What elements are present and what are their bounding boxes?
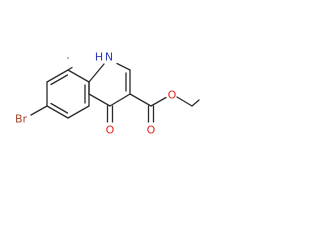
- bond-c8a-c8-inner: [50, 74, 69, 86]
- bond-c7-c6: [46, 105, 69, 119]
- atom-ester-carbonyl-oxygen: O: [147, 124, 156, 137]
- bond-c8a-to-n: [88, 63, 105, 83]
- atom-keto-oxygen: O: [106, 124, 115, 137]
- bond-c3-c4: [109, 93, 131, 107]
- atom-ester-oxygen: O: [168, 89, 177, 102]
- bond-c4-c4a: [88, 93, 111, 107]
- bond-n1-c2: [116, 62, 131, 71]
- bond-c8a-n1: [67, 66, 73, 71]
- atom-n-hydrogen: H: [95, 51, 103, 64]
- bond-c6-c5: [67, 105, 90, 119]
- molecule-structure: H N Br O O O: [15, 51, 200, 137]
- bond-c4a-c8a: [67, 69, 90, 83]
- bond-c8a-c8: [46, 69, 69, 83]
- atom-nitrogen: N: [105, 51, 113, 64]
- structure-canvas: H N Br O O O: [15, 51, 200, 137]
- bond-c6-br: [30, 105, 48, 116]
- bond-ch2-ch3: [191, 99, 200, 107]
- bond-c7-c6-inner: [50, 102, 69, 114]
- atom-bromine: Br: [15, 113, 28, 126]
- bond-c3-cester: [129, 93, 152, 107]
- bond-osgl-ch2: [176, 96, 193, 107]
- bond-cester-osgl: [150, 96, 167, 107]
